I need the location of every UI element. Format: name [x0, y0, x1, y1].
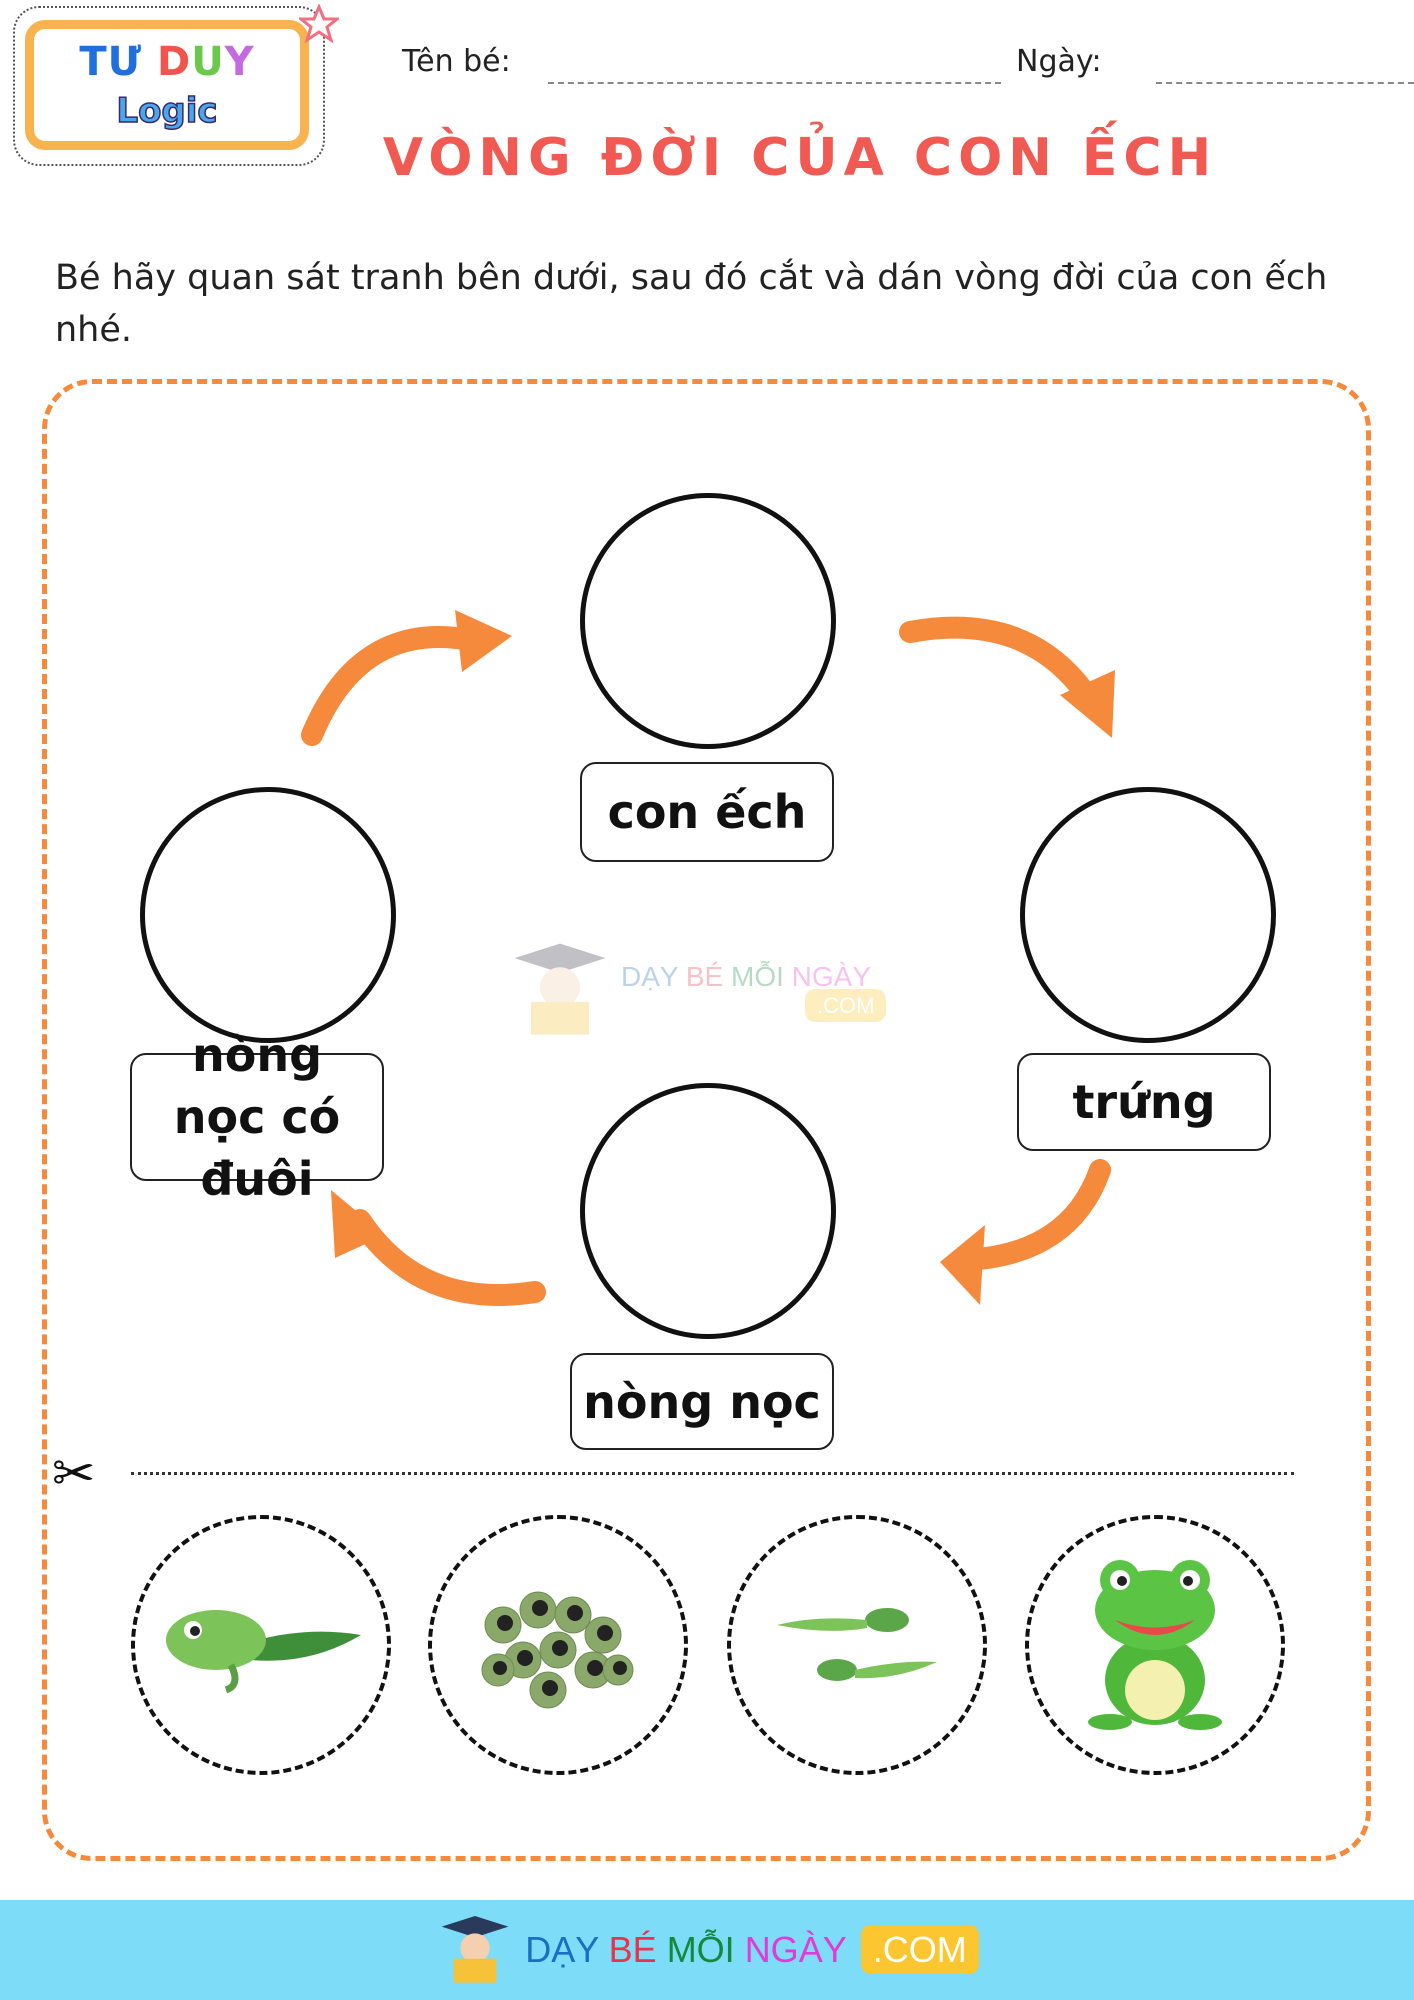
footer-banner: DẠY BÉ MỖI NGÀY .COM — [0, 1900, 1414, 2000]
star-icon — [299, 4, 339, 44]
drop-circle-frog[interactable] — [580, 493, 836, 749]
scissors-icon: ✂ — [52, 1444, 96, 1504]
label-tadpole-with-tail: nòng nọc có đuôi — [130, 1028, 384, 1206]
footer-brand[interactable]: DẠY BÉ MỖI NGÀY .COM — [525, 1925, 979, 1974]
frog-icon — [1088, 1560, 1222, 1730]
student-mascot-icon — [514, 943, 606, 1035]
w: NGÀY — [791, 961, 872, 992]
drop-circle-eggs[interactable] — [1020, 787, 1276, 1043]
date-field[interactable] — [1156, 82, 1414, 84]
footer-word: MỖI — [666, 1929, 745, 1970]
drop-circle-tadpole-legs[interactable] — [140, 787, 396, 1043]
page-title: VÒNG ĐỜI CỦA CON ẾCH — [382, 128, 1218, 188]
arrowhead-icon — [940, 1225, 985, 1305]
tadpoles-icon — [777, 1608, 937, 1681]
name-label: Tên bé: — [402, 44, 511, 79]
arrow-top-left — [301, 626, 481, 746]
w: BÉ — [685, 961, 731, 992]
cut-line — [131, 1472, 1294, 1475]
arrowhead-icon — [455, 610, 512, 672]
cutout-eggs[interactable] — [428, 1515, 688, 1775]
arrow-bottom-right — [954, 1159, 1111, 1271]
footer-word: DẠY — [525, 1929, 609, 1970]
cutout-tadpoles[interactable] — [727, 1515, 987, 1775]
logo-subtitle: Logic — [116, 90, 219, 132]
cycle-arrows — [301, 610, 1115, 1306]
worksheet-frame — [42, 379, 1371, 1861]
w: DẠY — [621, 961, 686, 992]
tadpole-with-legs-icon — [166, 1610, 361, 1694]
arrow-bottom-left — [349, 1209, 546, 1306]
date-label: Ngày: — [1016, 44, 1102, 79]
w: MỖI — [731, 961, 792, 992]
logo-letter: D — [156, 39, 192, 85]
logo-letter: Y — [224, 39, 255, 85]
footer-word: NGÀY — [744, 1929, 847, 1970]
label-eggs: trứng — [1017, 1053, 1271, 1151]
cutout-tadpole-legs[interactable] — [131, 1515, 391, 1775]
cutout-frog[interactable] — [1025, 1515, 1285, 1775]
instruction-text: Bé hãy quan sát tranh bên dưới, sau đó c… — [55, 258, 1328, 350]
footer-word: BÉ — [608, 1929, 667, 1970]
arrowhead-icon — [331, 1190, 385, 1258]
watermark-com: .COM — [805, 989, 887, 1022]
drop-circle-tadpole[interactable] — [580, 1083, 836, 1339]
watermark: DẠY BÉ MỖI NGÀY .COM — [505, 940, 925, 1040]
tu-duy-logic-logo: TƯ DUY Logic — [13, 4, 339, 166]
label-tadpole: nòng nọc — [570, 1353, 834, 1450]
logo-letter: U — [191, 39, 225, 85]
label-frog: con ếch — [580, 762, 834, 862]
footer-com-badge: .COM — [860, 1925, 979, 1974]
name-field[interactable] — [548, 82, 1001, 84]
logo-title: TƯ DUY — [34, 39, 300, 85]
logo-word: TƯ — [79, 39, 157, 85]
arrow-top-right — [899, 616, 1101, 711]
student-mascot-icon — [441, 1916, 509, 1983]
frog-eggs-icon — [481, 1591, 634, 1709]
watermark-text: DẠY BÉ MỖI NGÀY — [621, 961, 886, 993]
arrowhead-icon — [1060, 670, 1115, 738]
